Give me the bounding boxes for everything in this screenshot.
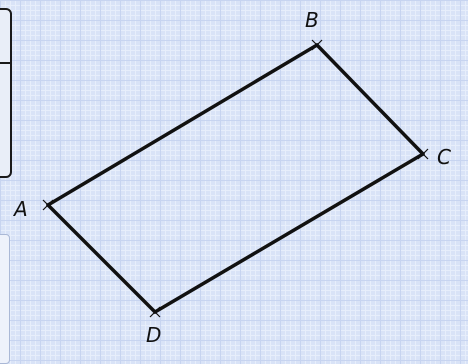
vertex-label-a: A [12,197,28,221]
vertex-marks [42,39,429,318]
vertex-labels: A B C D [12,8,451,347]
geometry-canvas[interactable]: A B C D [0,0,468,352]
vertex-label-b: B [305,8,319,32]
edge-cd [153,152,425,314]
panel-divider [0,62,10,64]
vertex-mark-d[interactable] [149,306,161,318]
vertex-label-c: C [437,145,451,169]
vertex-mark-a[interactable] [42,199,54,211]
edge-bc [315,43,425,156]
edge-da [46,203,157,314]
edge-ab [46,43,319,207]
side-panel-top[interactable] [0,8,12,178]
vertex-mark-b[interactable] [311,39,323,51]
vertex-mark-c[interactable] [417,148,429,160]
quadrilateral-edges [46,43,425,314]
vertex-label-d: D [146,323,161,347]
